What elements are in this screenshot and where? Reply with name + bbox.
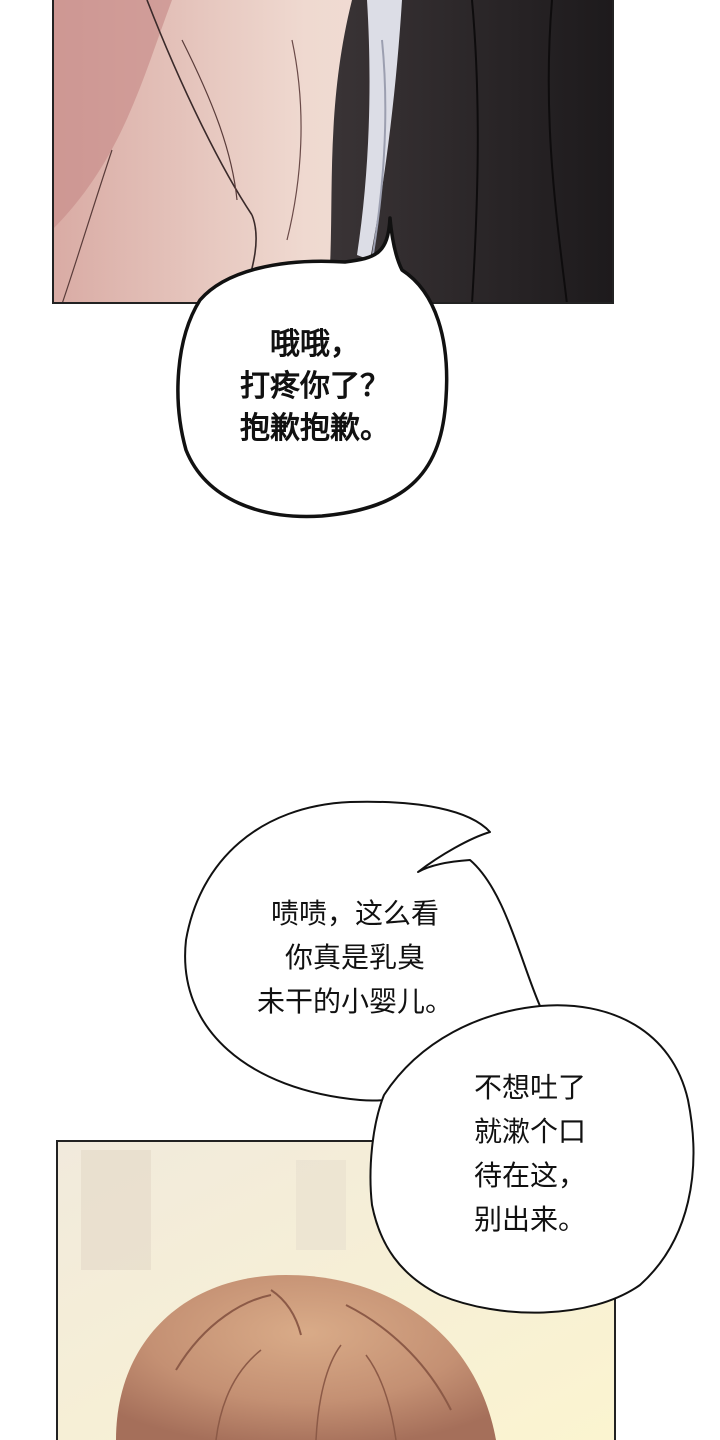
top-panel-border xyxy=(52,0,614,304)
mock-bubble-text: 啧啧，这么看 你真是乳臭 未干的小婴儿。 xyxy=(215,892,495,1024)
apology-line-2: 打疼你了？ xyxy=(240,369,390,404)
mock-line-2: 你真是乳臭 xyxy=(284,941,425,974)
apology-line-3: 抱歉抱歉。 xyxy=(240,411,390,446)
apology-line-1: 哦哦， xyxy=(270,327,360,362)
instruction-line-4: 别出来。 xyxy=(473,1203,586,1236)
instruction-line-1: 不想吐了 xyxy=(473,1071,586,1104)
apology-bubble-text: 哦哦， 打疼你了？ 抱歉抱歉。 xyxy=(205,324,425,450)
instruction-line-2: 就漱个口 xyxy=(473,1115,586,1148)
mock-line-3: 未干的小婴儿。 xyxy=(256,985,453,1018)
instruction-line-3: 待在这， xyxy=(473,1159,586,1192)
instruction-bubble-text: 不想吐了 就漱个口 待在这， 别出来。 xyxy=(430,1066,630,1242)
mock-line-1: 啧啧，这么看 xyxy=(270,897,439,930)
